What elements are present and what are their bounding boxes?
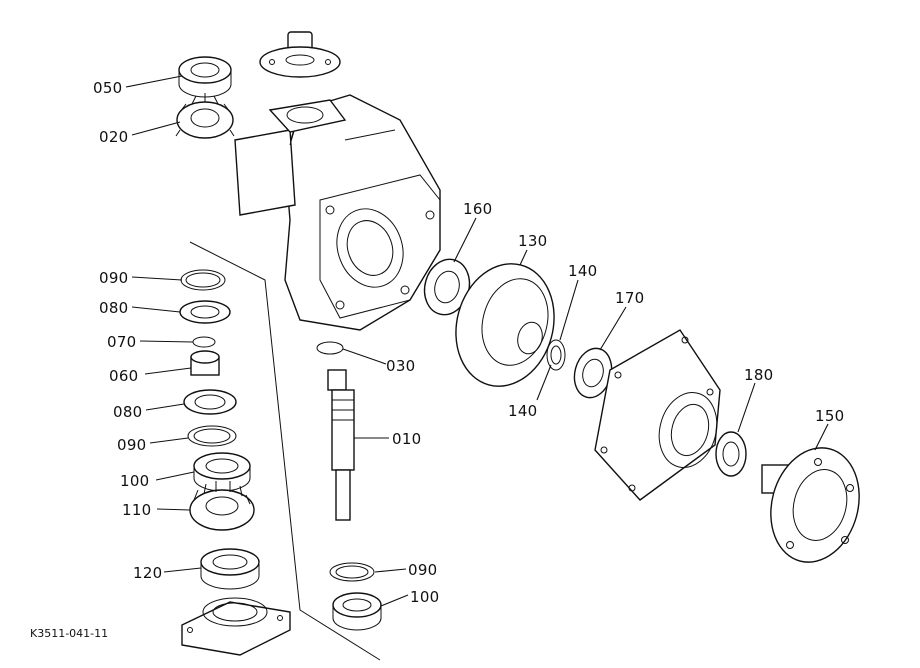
callout-060: 060 bbox=[109, 367, 139, 385]
callout-150: 150 bbox=[815, 407, 845, 425]
callout-100-shaft: 100 bbox=[410, 588, 440, 606]
callout-030: 030 bbox=[386, 357, 416, 375]
callout-120: 120 bbox=[133, 564, 163, 582]
vertical-shaft-assembly bbox=[316, 341, 382, 631]
gearbox-housing bbox=[234, 94, 441, 331]
callout-080-top: 080 bbox=[99, 299, 129, 317]
callout-100-left: 100 bbox=[120, 472, 150, 490]
callout-110: 110 bbox=[122, 501, 152, 519]
callout-labels: 050 020 090 080 070 060 080 090 100 110 … bbox=[30, 79, 845, 640]
leader-lines bbox=[125, 75, 829, 607]
callout-160: 160 bbox=[463, 200, 493, 218]
callout-050: 050 bbox=[93, 79, 123, 97]
callout-090-middle: 090 bbox=[117, 436, 147, 454]
callout-090-shaft: 090 bbox=[408, 561, 438, 579]
callout-180: 180 bbox=[744, 366, 774, 384]
callout-020: 020 bbox=[99, 128, 129, 146]
top-cover-flange bbox=[259, 31, 347, 133]
bearing-050 bbox=[178, 56, 232, 98]
callout-010: 010 bbox=[392, 430, 422, 448]
callout-140-bottom: 140 bbox=[508, 402, 538, 420]
callout-140-top: 140 bbox=[568, 262, 598, 280]
callout-170: 170 bbox=[615, 289, 645, 307]
output-shaft-assembly bbox=[423, 258, 860, 563]
figure-code: K3511-041-11 bbox=[30, 627, 108, 640]
pinion-gear-020 bbox=[175, 93, 235, 139]
callout-130: 130 bbox=[518, 232, 548, 250]
callout-070: 070 bbox=[107, 333, 137, 351]
callout-090-top: 090 bbox=[99, 269, 129, 287]
left-parts-stack bbox=[179, 269, 291, 656]
callout-080-bottom: 080 bbox=[113, 403, 143, 421]
washer-030 bbox=[316, 341, 344, 355]
